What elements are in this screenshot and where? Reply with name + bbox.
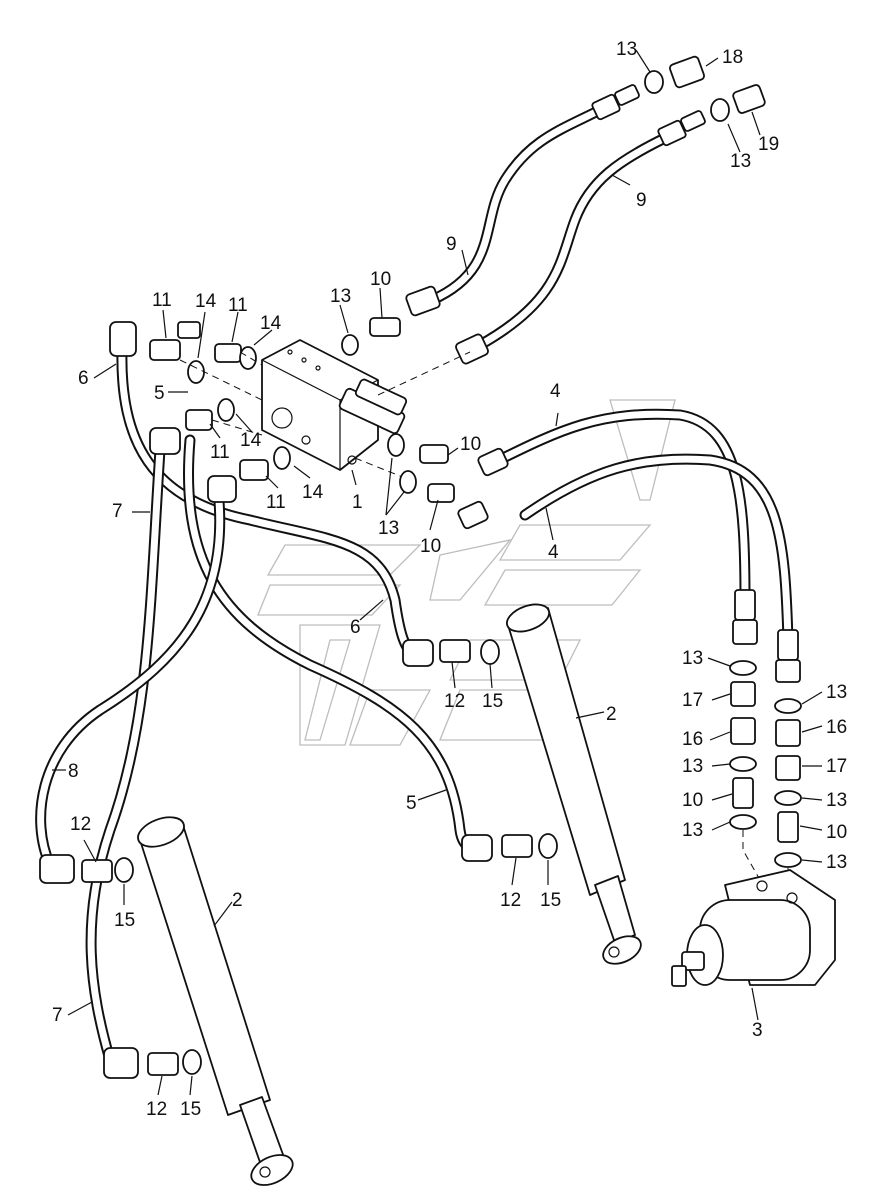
callout-10-a: 10 [370, 269, 391, 290]
callout-13-a: 13 [616, 39, 637, 60]
callout-4-a: 4 [550, 381, 561, 402]
callout-3: 3 [752, 1020, 763, 1041]
callout-11-a: 11 [152, 290, 172, 311]
callout-12-a: 12 [444, 691, 465, 712]
callout-13-d: 13 [378, 518, 399, 539]
valve-fittings [149, 317, 455, 503]
hose-9-upper [426, 104, 606, 306]
callout-14-c: 14 [240, 430, 262, 451]
hoses [35, 104, 794, 1066]
callout-13-i: 13 [826, 790, 847, 811]
callout-13-b: 13 [730, 151, 751, 172]
callout-10-e: 10 [826, 822, 847, 843]
callout-4-b: 4 [548, 542, 559, 563]
callout-7-a: 7 [112, 501, 123, 522]
callout-2-a: 2 [606, 704, 617, 725]
callout-15-a: 15 [482, 691, 503, 712]
hose-7 [85, 444, 166, 1066]
callout-13-f: 13 [682, 756, 703, 777]
callout-6-b: 6 [350, 617, 361, 638]
callout-1: 1 [352, 492, 363, 513]
callout-16-b: 16 [826, 717, 847, 738]
top-fittings [644, 55, 766, 122]
callout-7-b: 7 [52, 1005, 63, 1026]
callout-17-a: 17 [682, 690, 703, 711]
callout-10-b: 10 [460, 434, 481, 455]
callout-13-j: 13 [826, 852, 847, 873]
callout-8: 8 [68, 761, 79, 782]
cylinder-left [137, 816, 294, 1186]
callout-9-b: 9 [636, 190, 647, 211]
callout-13-g: 13 [682, 820, 703, 841]
valve-block [261, 339, 471, 481]
motor-fittings [729, 660, 802, 891]
callout-13-c: 13 [330, 286, 351, 307]
callout-5-b: 5 [406, 793, 417, 814]
callout-12-d: 12 [146, 1099, 167, 1120]
callout-11-b: 11 [228, 295, 248, 316]
callout-9-a: 9 [446, 234, 457, 255]
cylinder-right [506, 603, 642, 965]
callout-14-b: 14 [260, 313, 282, 334]
callout-2-b: 2 [232, 890, 243, 911]
callout-12-c: 12 [70, 814, 91, 835]
callout-16-a: 16 [682, 729, 703, 750]
callout-15-c: 15 [114, 910, 135, 931]
callout-10-c: 10 [420, 536, 441, 557]
callout-12-b: 12 [500, 890, 521, 911]
hose-fittings [39, 84, 801, 1079]
callout-11-c: 11 [210, 442, 230, 463]
callout-14-d: 14 [302, 482, 324, 503]
callout-15-d: 15 [180, 1099, 201, 1120]
hydraulic-motor [671, 869, 836, 987]
callout-5-a: 5 [154, 383, 165, 404]
callout-19: 19 [758, 134, 779, 155]
callout-11-d: 11 [266, 492, 286, 513]
callout-13-e: 13 [682, 648, 703, 669]
cylinder-fittings [81, 639, 558, 1076]
leader-lines [52, 49, 823, 1096]
callout-labels: 13 18 19 13 9 9 13 10 11 14 11 14 6 5 11… [52, 39, 847, 1120]
callout-17-b: 17 [826, 756, 847, 777]
callout-15-b: 15 [540, 890, 561, 911]
callout-14-a: 14 [195, 291, 217, 312]
callout-18: 18 [722, 47, 743, 68]
callout-13-h: 13 [826, 682, 847, 703]
callout-6-a: 6 [78, 368, 89, 389]
callout-10-d: 10 [682, 790, 703, 811]
